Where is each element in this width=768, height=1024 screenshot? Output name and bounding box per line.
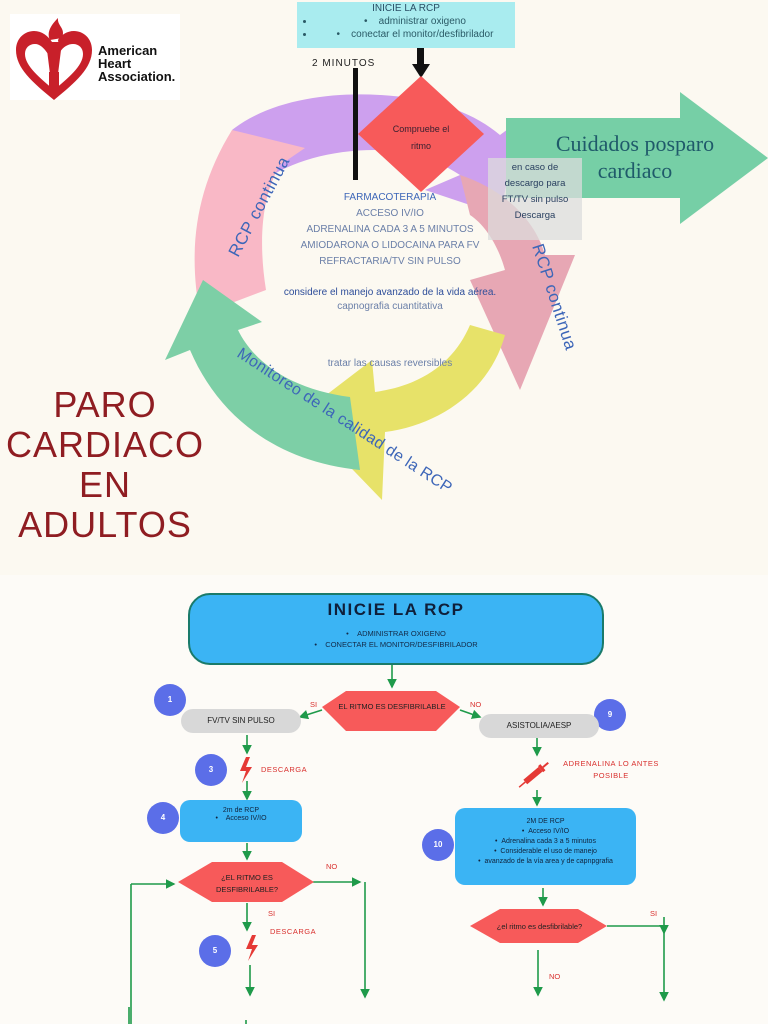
connector (298, 709, 323, 720)
si-label: SI (310, 700, 318, 709)
asistolia-pill: ASISTOLIA/AESP (479, 714, 599, 738)
descarga-label: DESCARGA (270, 927, 317, 936)
rcp-acceso-box: 2m de RCP • Acceso IV/IO (180, 800, 302, 842)
adrenalina-label: ADRENALINA LO ANTES POSIBLE (556, 758, 666, 782)
list-item: • administrar oxigeno (315, 15, 515, 28)
two-minute-marker (353, 68, 358, 180)
note-line: FT/TV sin pulso (501, 194, 569, 205)
flowchart-connectors (128, 663, 669, 1024)
dos-minutos-label: 2 MINUTOS (312, 58, 376, 69)
note-line: Descarga (514, 210, 556, 221)
center-via-aerea: considere el manejo avanzado de la vida … (260, 286, 520, 314)
fv-tv-pill: FV/TV SIN PULSO (181, 709, 301, 733)
decision-1-shape (322, 691, 460, 731)
inicie-top-title: INICIE LA RCP (372, 3, 440, 14)
no-label: NO (470, 700, 482, 709)
compruebe-diamond (358, 76, 484, 192)
step-9-badge: 9 (594, 699, 626, 731)
pink-left-arc (194, 130, 305, 315)
shock-icon (246, 935, 258, 961)
si-label: SI (650, 909, 658, 918)
step-5-badge: 5 (199, 935, 231, 967)
adrenalina-line-1: ADRENALINA LO ANTES (563, 759, 659, 768)
compruebe-line-2: ritmo (411, 141, 431, 151)
cuidados-line-2: cardiaco (597, 158, 673, 183)
adrenalina-line-2: POSIBLE (593, 771, 629, 780)
step-1-badge: 1 (154, 684, 186, 716)
no-label: NO (549, 972, 561, 981)
green-arc (165, 280, 360, 470)
inicie-rcp-list: • ADMINISTRAR OXIGENO • CONECTAR EL MONI… (190, 628, 602, 650)
capnografia-text: capnografia cuantitativa (337, 301, 443, 312)
list-item: • ADMINISTRAR OXIGENO (346, 629, 446, 638)
connector (459, 709, 482, 719)
compruebe-ritmo-label: Compruebe el ritmo (378, 121, 464, 155)
list-item: • conectar el monitor/desfibrilador (315, 28, 515, 41)
paro-cardiaco-title: PARO CARDIACO EN ADULTOS (0, 385, 210, 545)
paro-line: EN (78, 464, 131, 505)
cuidados-line-1: Cuidados posparo (555, 131, 715, 156)
shock-icon (240, 757, 252, 783)
logo-line-3: Association. (98, 69, 176, 84)
decision-2-shape (178, 862, 314, 902)
box4-item: • Acceso IV/IO (215, 815, 267, 822)
logo-line-2: Heart (98, 56, 132, 71)
box10-title: 2M DE RCP (526, 818, 565, 825)
inicie-rcp-box: INICIE LA RCP • ADMINISTRAR OXIGENO • CO… (188, 593, 604, 665)
tratar-causas-text: tratar las causas reversibles (327, 358, 453, 369)
center-farmaco: FARMACOTERAPIA ACCESO IV/IO ADRENALINA C… (280, 190, 500, 270)
center-line: REFRACTARIA/TV SIN PULSO (319, 256, 461, 267)
descarga-label: DESCARGA (261, 765, 308, 774)
list-item: • avanzado de la vía area y de capnpgraf… (478, 858, 613, 865)
descarga-note: en caso de descargo para FT/TV sin pulso… (488, 158, 582, 240)
note-line: descargo para (504, 178, 566, 189)
step-4-badge: 4 (147, 802, 179, 834)
cuidados-posparo-title: Cuidados posparo cardiaco (535, 130, 735, 184)
center-line: ADRENALINA CADA 3 A 5 MINUTOS (306, 224, 474, 235)
paro-line: CARDIACO (5, 424, 205, 465)
arrow-down-shaft (417, 48, 424, 68)
torch-heart-icon (16, 18, 92, 100)
paro-line: PARO (53, 384, 157, 425)
si-label: SI (268, 909, 276, 918)
list-item: • CONECTAR EL MONITOR/DESFIBRILADOR (314, 640, 478, 649)
decision-2-label: ¿EL RITMO ES DESFIBRILABLE? (212, 872, 282, 896)
arrow-down-head (412, 64, 430, 78)
center-line: ACCESO IV/IO (356, 208, 424, 219)
paro-line: ADULTOS (18, 504, 192, 545)
considere-text: considere el manejo avanzado de la vida … (283, 287, 497, 298)
inicie-rcp-title: INICIE LA RCP (327, 600, 465, 619)
syringe-icon (518, 761, 549, 788)
logo-line-1: American (98, 43, 158, 58)
inicie-rcp-top-box: INICIE LA RCP • administrar oxigeno • co… (297, 2, 515, 48)
list-item: • Adrenalina cada 3 a 5 minutos (495, 838, 596, 845)
list-item: • Acceso IV/IO (521, 828, 570, 835)
decision-2-line-1: ¿EL RITMO ES (221, 873, 273, 882)
center-line: AMIODARONA O LIDOCAINA PARA FV (300, 240, 480, 251)
farmacoterapia-title: FARMACOTERAPIA (343, 192, 437, 203)
aha-wordmark: American Heart Association. (98, 44, 175, 83)
note-line: en caso de (511, 162, 559, 173)
decision-3-label: ¿el ritmo es desfibrilable? (496, 922, 583, 931)
decision-2-line-2: DESFIBRILABLE? (215, 885, 279, 894)
inicie-top-list: • administrar oxigeno • conectar el moni… (297, 15, 515, 41)
compruebe-line-1: Compruebe el (392, 124, 450, 134)
no-label: NO (326, 862, 338, 871)
rcp-adrenalina-box: 2M DE RCP • Acceso IV/IO • Adrenalina ca… (455, 808, 636, 885)
decision-1-label: EL RITMO ES DESFIBRILABLE (338, 702, 446, 711)
list-item: • Considerable el uso de manejo (494, 848, 597, 855)
decision-3-shape (470, 909, 607, 943)
aha-logo (10, 14, 180, 100)
box4-line-1: 2m de RCP (222, 807, 260, 814)
box4-item-text: Acceso IV/IO (225, 815, 267, 822)
step-3-badge: 3 (195, 754, 227, 786)
step-10-badge: 10 (422, 829, 454, 861)
